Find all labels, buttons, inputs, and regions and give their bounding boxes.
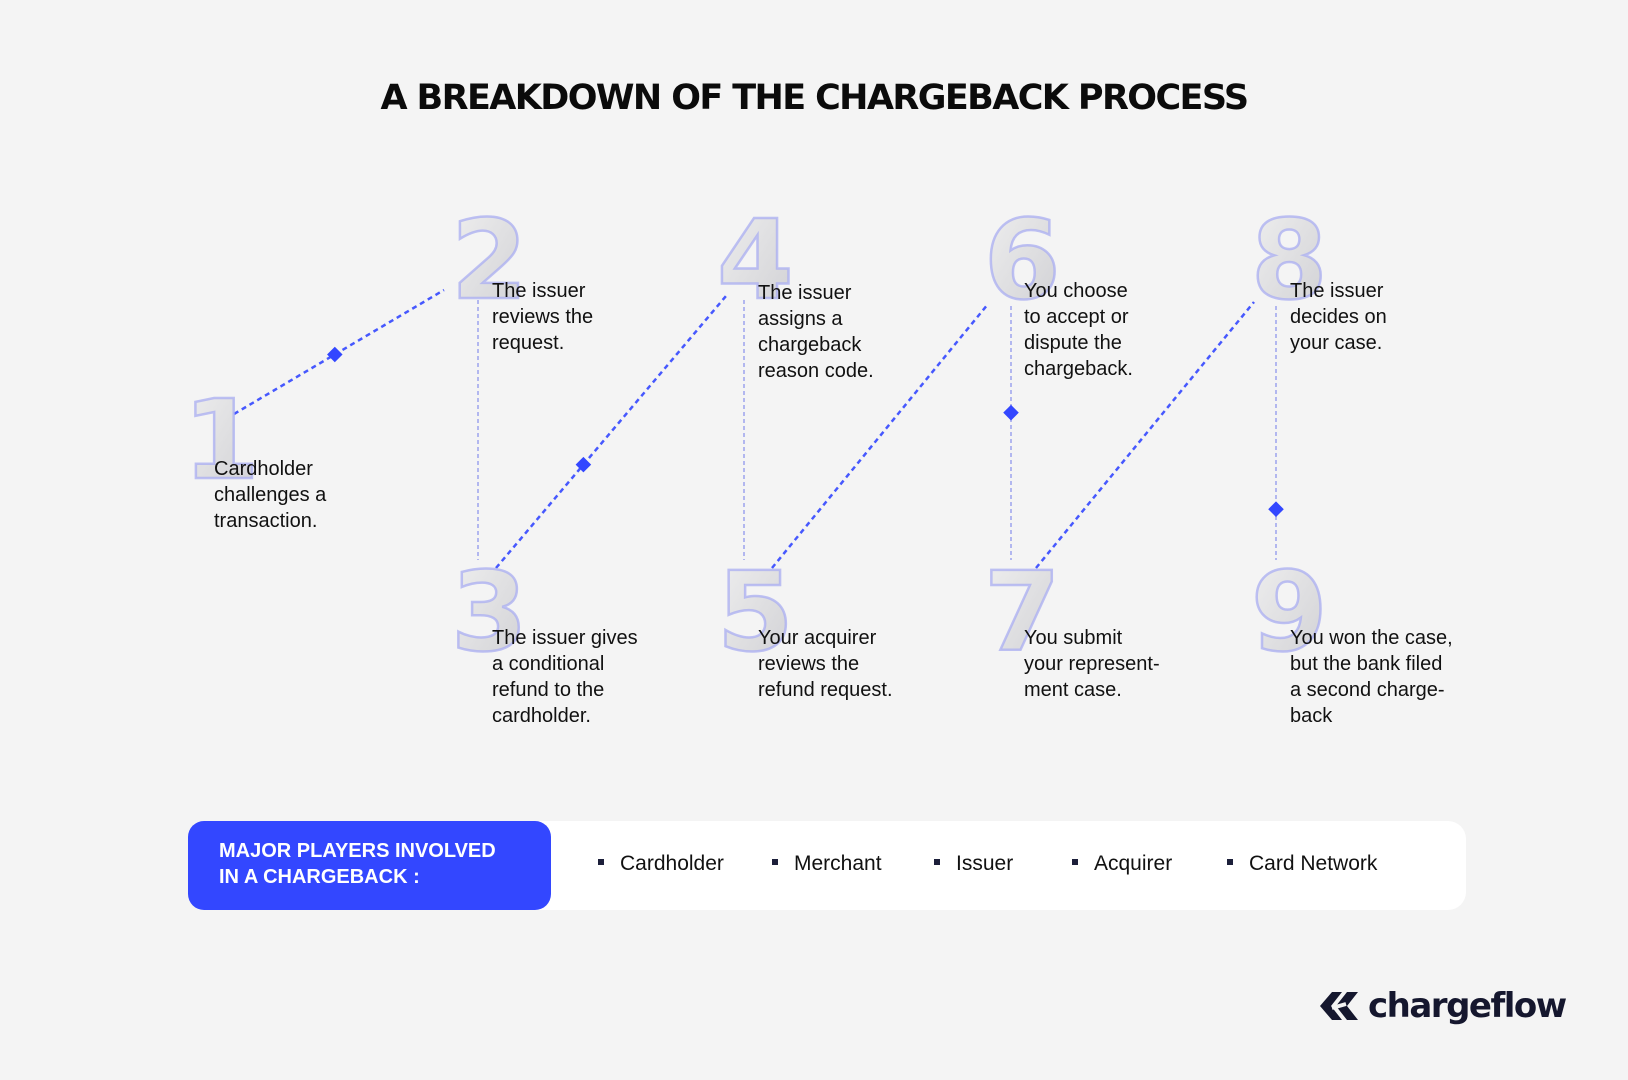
square-bullet-icon: [934, 859, 940, 866]
step-3-line: The issuer gives: [492, 627, 638, 649]
step-7-line: your represent-: [1024, 653, 1160, 675]
step-4-numeral: 4: [717, 196, 794, 324]
page-title: A BREAKDOWN OF THE CHARGEBACK PROCESS: [380, 78, 1249, 118]
step-3-line: cardholder.: [492, 705, 591, 727]
step-4-line: reason code.: [758, 360, 874, 382]
player-item-cardholder: Cardholder: [598, 851, 724, 877]
step-2-line: The issuer: [492, 280, 586, 302]
chargeflow-logo: chargeflow: [1318, 986, 1567, 1026]
chargeflow-chevron-logo-icon: [1320, 992, 1358, 1020]
square-bullet-icon: [1227, 859, 1233, 866]
step-9-description: You won the case, but the bank filed a sec…: [1290, 625, 1453, 729]
step-7-numeral: 7: [984, 548, 1061, 676]
step-4-line: assigns a: [758, 308, 843, 330]
step-9-line: a second charge-: [1290, 679, 1445, 701]
step-4-line: chargeback: [758, 334, 862, 356]
step-8-line: decides on: [1290, 306, 1387, 328]
connector-7-8: [1035, 301, 1255, 569]
step-1-numeral: 1: [183, 376, 260, 504]
step-8-line: your case.: [1290, 332, 1383, 354]
step-1-line: transaction.: [214, 510, 318, 532]
step-6-line: chargeback.: [1024, 358, 1133, 380]
step-9-line: but the bank filed: [1290, 653, 1443, 675]
step-5-line: refund request.: [758, 679, 893, 701]
step-8-line: The issuer: [1290, 280, 1384, 302]
step-8-description: The issuer decides on your case.: [1290, 278, 1387, 356]
connector-5-6: [771, 303, 989, 569]
step-3-numeral: 3: [451, 548, 528, 676]
step-6-description: You choose to accept or dispute the chargeb…: [1024, 278, 1133, 382]
step-5-line: reviews the: [758, 653, 860, 675]
step-7-line: You submit: [1024, 627, 1123, 649]
step-9-numeral: 9: [1251, 548, 1328, 676]
step-9-line: back: [1290, 705, 1333, 727]
step-3-description: The issuer gives a conditional refund to t…: [492, 625, 638, 729]
step-numerals: 1 2 3 4 5 6 7 8 9: [182, 195, 1329, 678]
square-bullet-icon: [772, 859, 778, 866]
major-players-label-line1: MAJOR PLAYERS INVOLVED: [219, 840, 496, 862]
step-5-description: Your acquirer reviews the refund request.: [758, 625, 893, 703]
step-3-line: a conditional: [492, 653, 605, 675]
step-6-line: to accept or: [1024, 306, 1129, 328]
player-item-acquirer: Acquirer: [1072, 851, 1172, 877]
connector-1-2-diamond-icon: [327, 346, 343, 363]
major-players-label-line2: IN A CHARGEBACK :: [219, 866, 420, 888]
step-4-line: The issuer: [758, 282, 852, 304]
step-1-line: challenges a: [214, 484, 327, 506]
step-5-numeral: 5: [717, 548, 794, 676]
step-1-description: Cardholder challenges a transaction.: [214, 456, 326, 534]
step-6-line: You choose: [1024, 280, 1128, 302]
step-7-description: You submit your represent-ment case.: [1024, 625, 1160, 703]
step-2-line: reviews the: [492, 306, 594, 328]
square-bullet-icon: [598, 859, 604, 866]
player-item-card-network: Card Network: [1227, 851, 1377, 877]
step-7-line: ment case.: [1024, 679, 1122, 701]
connector-6-7-diamond-icon: [1003, 404, 1019, 421]
step-6-line: dispute the: [1024, 332, 1122, 354]
step-2-line: request.: [492, 332, 565, 354]
step-2-numeral: 2: [451, 196, 528, 324]
step-5-line: Your acquirer: [758, 627, 877, 649]
square-bullet-icon: [1072, 859, 1078, 866]
step-9-line: You won the case,: [1290, 627, 1453, 649]
step-2-description: The issuer reviews the request.: [492, 278, 593, 356]
major-players-label: MAJOR PLAYERS INVOLVED IN A CHARGEBACK :: [188, 821, 551, 910]
step-3-line: refund to the: [492, 679, 605, 701]
step-6-numeral: 6: [984, 196, 1061, 324]
player-item-issuer: Issuer: [934, 851, 1013, 877]
connector-8-9-diamond-icon: [1268, 501, 1284, 517]
chargeflow-wordmark: chargeflow: [1368, 986, 1567, 1026]
chargeback-process-diagram: 1 2 3 4 5 6 7 8 9: [182, 195, 1329, 678]
step-4-description: The issuer assigns a chargeback reason code…: [758, 280, 874, 384]
player-item-merchant: Merchant: [772, 851, 882, 877]
step-1-line: Cardholder: [214, 458, 313, 480]
step-8-numeral: 8: [1251, 196, 1328, 324]
